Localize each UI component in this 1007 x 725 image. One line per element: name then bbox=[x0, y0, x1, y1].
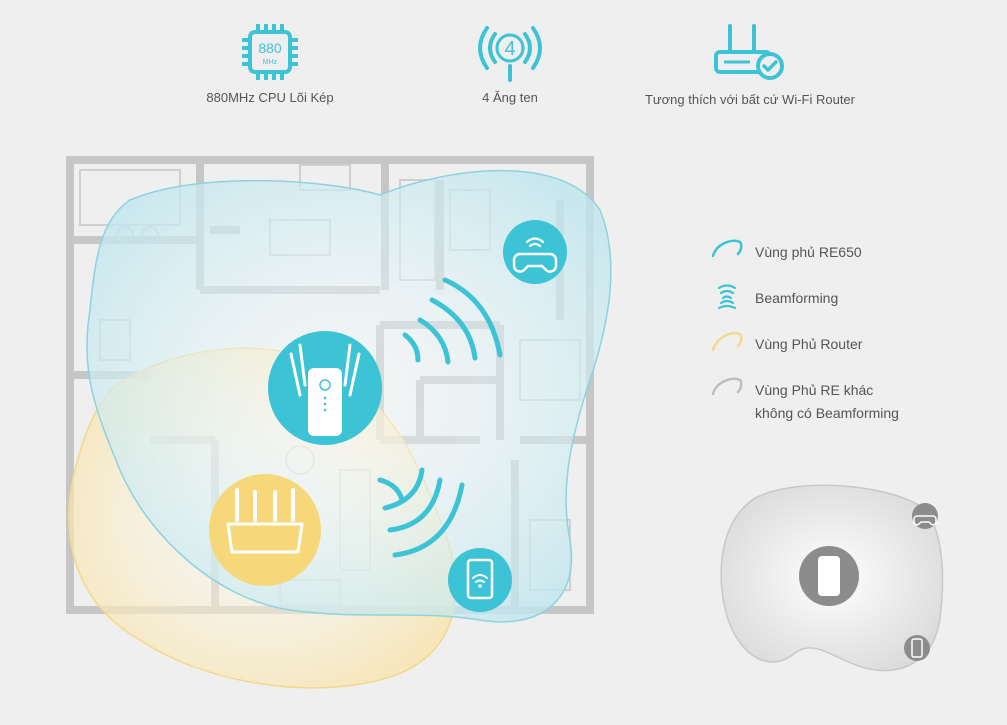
cpu-chip-icon: 880 MHz bbox=[242, 24, 298, 80]
legend-label-re650: Vùng phủ RE650 bbox=[755, 244, 862, 260]
legend-label-router: Vùng Phủ Router bbox=[755, 336, 863, 352]
feature-cpu-label: 880MHz CPU Lõi Kép bbox=[206, 90, 334, 105]
legend-item-re650: Vùng phủ RE650 bbox=[710, 236, 950, 282]
legend-label-other-re: Vùng Phủ RE khác không có Beamforming bbox=[755, 379, 899, 425]
cpu-chip-text: 880 bbox=[258, 40, 282, 56]
re650-extender bbox=[268, 331, 382, 445]
legend-item-other-re: Vùng Phủ RE khác không có Beamforming bbox=[710, 374, 950, 421]
re650-coverage-icon bbox=[711, 239, 743, 258]
legend-label-other-re-line1: Vùng Phủ RE khác bbox=[755, 382, 874, 398]
beamforming-icon bbox=[717, 284, 737, 310]
router-icon bbox=[226, 522, 304, 554]
gray-phone-device bbox=[904, 635, 930, 661]
beamforming-waves-phone bbox=[377, 467, 465, 558]
legend-label-beamforming: Beamforming bbox=[755, 290, 839, 306]
router-check-icon bbox=[714, 24, 784, 80]
extender-icon bbox=[818, 556, 840, 596]
legend-label-other-re-line2: không có Beamforming bbox=[755, 405, 899, 421]
gray-gamepad-device bbox=[912, 503, 938, 529]
feature-antennas: 4 4 Ăng ten bbox=[430, 22, 590, 105]
gamepad-device bbox=[503, 220, 567, 284]
router-coverage-icon bbox=[711, 331, 743, 352]
gamepad-icon bbox=[913, 515, 937, 526]
antenna-signal-icon: 4 bbox=[478, 26, 542, 82]
phone-icon bbox=[911, 638, 923, 658]
gray-extender bbox=[799, 546, 859, 606]
extender-icon bbox=[308, 368, 342, 436]
phone-device bbox=[448, 548, 512, 612]
beamforming-waves-gaming bbox=[402, 277, 503, 365]
wifi-router bbox=[209, 474, 321, 586]
antenna-count-badge: 4 bbox=[504, 38, 515, 60]
legend-item-router: Vùng Phủ Router bbox=[710, 328, 950, 374]
legend-item-beamforming: Beamforming bbox=[710, 282, 950, 328]
cpu-chip-subtext: MHz bbox=[263, 59, 278, 66]
floor-plan-coverage-map bbox=[66, 156, 612, 689]
coverage-legend: Vùng phủ RE650 Beamforming Vùng Phủ Rout… bbox=[710, 236, 950, 421]
feature-router-compat: Tương thích với bất cứ Wi-Fi Router bbox=[620, 22, 880, 107]
phone-icon bbox=[466, 558, 494, 600]
other-re-coverage-illustration bbox=[720, 484, 944, 672]
other-re-coverage-icon bbox=[711, 377, 743, 396]
feature-cpu: 880 MHz 880MHz CPU Lõi Kép bbox=[170, 22, 370, 105]
wifi-icon bbox=[525, 237, 545, 248]
feature-router-label: Tương thích với bất cứ Wi-Fi Router bbox=[644, 92, 855, 107]
wifi-icon bbox=[472, 574, 488, 583]
gamepad-icon bbox=[512, 252, 558, 273]
feature-antennas-label: 4 Ăng ten bbox=[482, 90, 538, 105]
